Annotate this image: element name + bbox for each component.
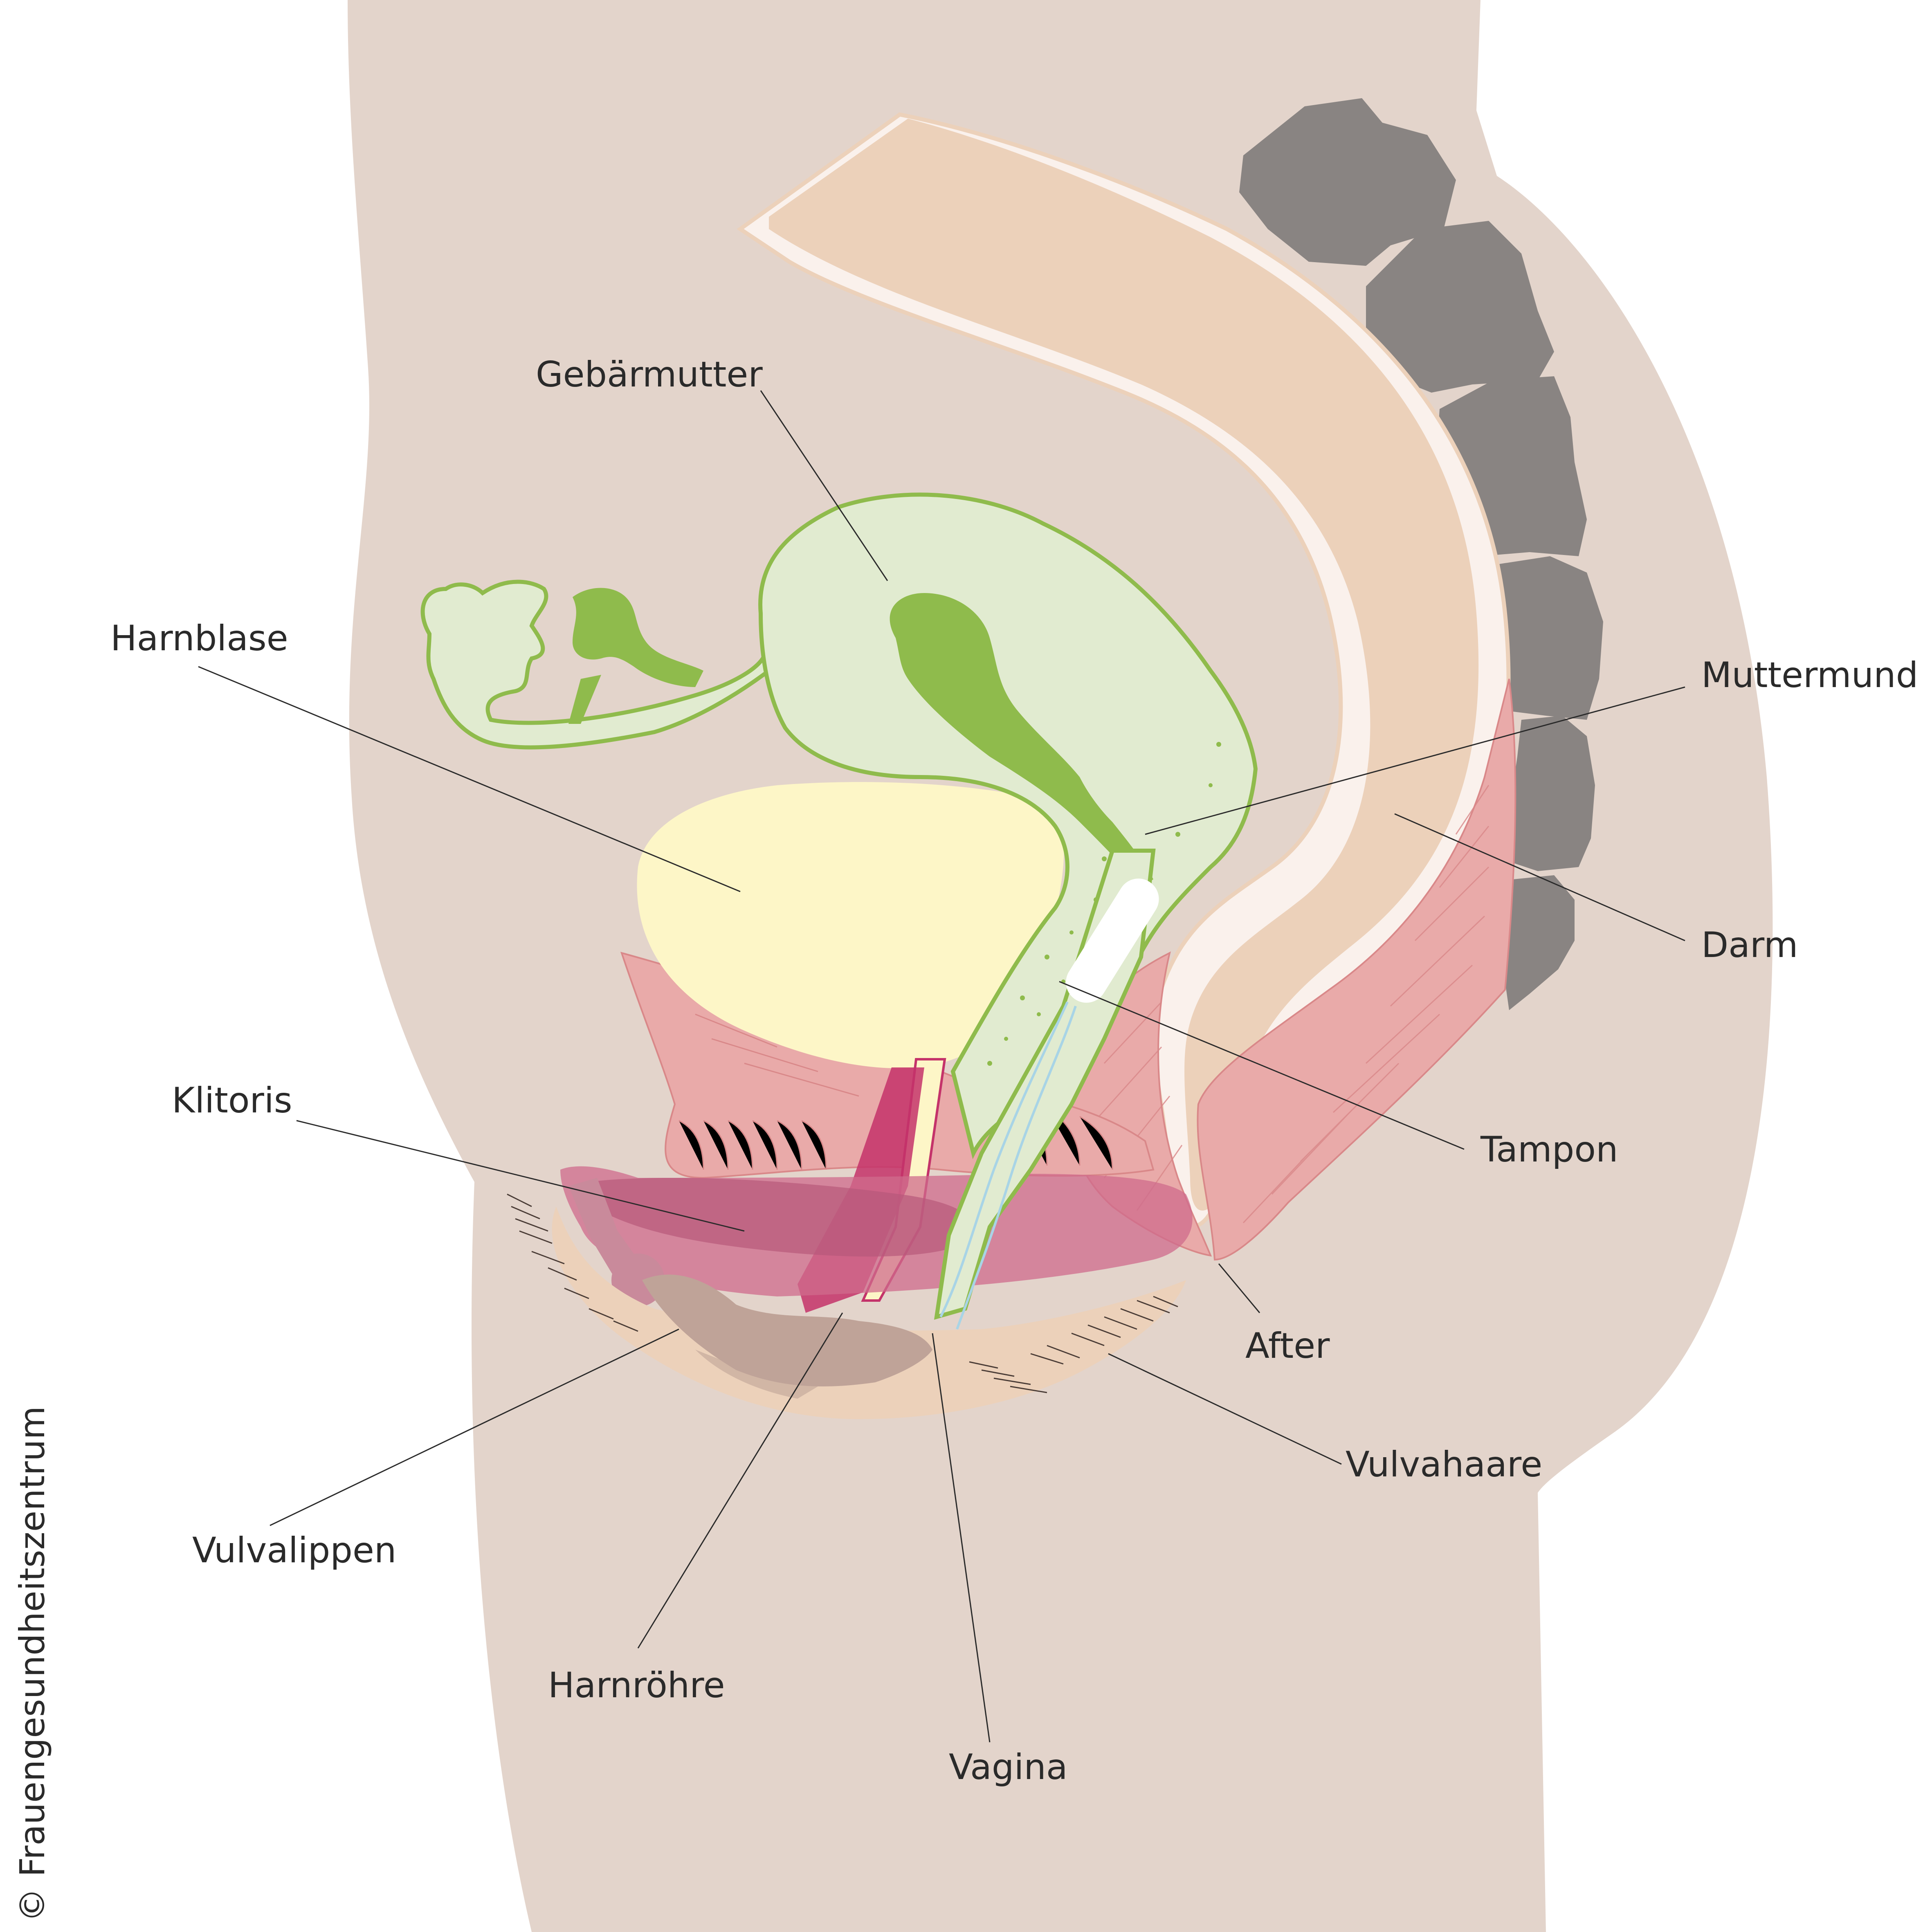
leader-gebaermutter	[760, 390, 888, 581]
tampon-string	[939, 1001, 1069, 1318]
label-vulvalippen: Vulvalippen	[192, 1530, 396, 1571]
leader-darm	[1394, 813, 1685, 941]
hair-cluster-front	[507, 1193, 638, 1332]
leader-harnroehre	[637, 1312, 843, 1649]
labels: Gebärmutter Harnblase Muttermund Darm Ta…	[110, 354, 1918, 1788]
label-vagina: Vagina	[949, 1747, 1068, 1788]
leader-vagina	[932, 1333, 991, 1743]
label-harnroehre: Harnröhre	[548, 1665, 725, 1706]
bladder	[637, 782, 1064, 1069]
vulva-hair	[507, 1193, 1178, 1393]
vulva-outer	[552, 1206, 1186, 1419]
vertebra	[1239, 98, 1456, 266]
label-darm: Darm	[1701, 925, 1798, 966]
label-harnblase: Harnblase	[110, 618, 288, 659]
label-muttermund: Muttermund	[1701, 655, 1918, 696]
uterus-texture	[987, 742, 1221, 1066]
leader-after	[1218, 1263, 1260, 1313]
label-after: After	[1245, 1325, 1330, 1366]
label-gebaermutter: Gebärmutter	[536, 354, 763, 395]
hair-cluster-rear	[969, 1296, 1178, 1393]
vertebra	[1509, 716, 1595, 871]
label-tampon: Tampon	[1480, 1129, 1618, 1170]
leader-tampon	[1059, 981, 1465, 1150]
clitoris	[560, 1166, 1193, 1307]
tampon	[939, 878, 1159, 1330]
leader-lines	[198, 390, 1685, 1743]
copyright: © Frauengesundheitszentrum	[12, 1406, 52, 1922]
leader-klitoris	[296, 1120, 745, 1232]
ovary-and-tube	[420, 580, 771, 750]
label-vulvahaare: Vulvahaare	[1346, 1444, 1542, 1485]
uterine-cavity	[890, 593, 1153, 887]
intestine-core	[769, 119, 1479, 1211]
label-klitoris: Klitoris	[172, 1080, 292, 1121]
leader-vulvalippen	[270, 1328, 679, 1526]
vertebra	[1366, 221, 1554, 393]
vertebra	[1497, 556, 1603, 720]
leader-muttermund	[1145, 686, 1685, 835]
vertebra	[1505, 875, 1575, 1010]
leader-harnblase	[198, 666, 741, 892]
tampon-body	[1066, 878, 1159, 1003]
leader-vulvahaare	[1108, 1353, 1342, 1465]
vulva-lips	[642, 1274, 932, 1386]
